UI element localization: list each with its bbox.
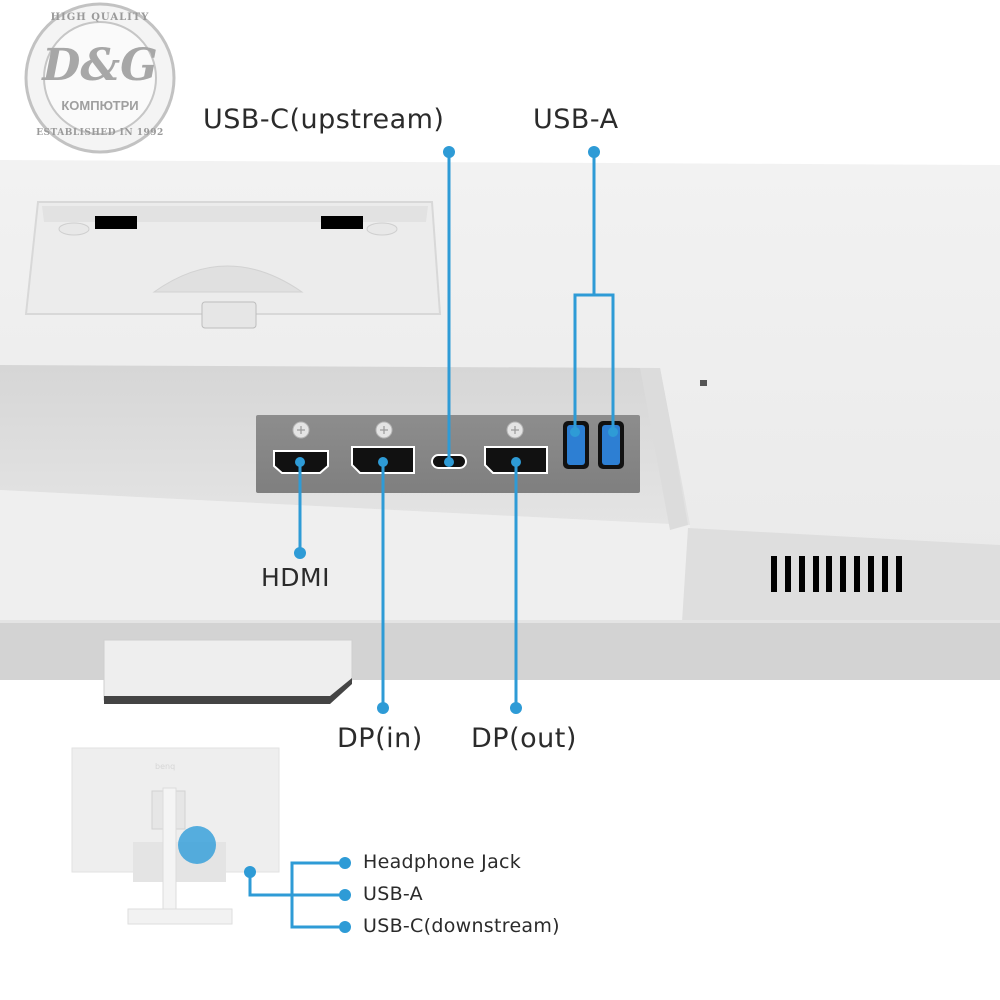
callout-lines bbox=[298, 152, 615, 708]
label-dp-in: DP(in) bbox=[337, 723, 423, 754]
label-hdmi: HDMI bbox=[261, 563, 330, 592]
label-usb-c-downstream: USB-C(downstream) bbox=[363, 915, 560, 937]
inset-port-highlight bbox=[178, 826, 216, 864]
callout-dots bbox=[294, 146, 618, 714]
vent-slots bbox=[771, 556, 902, 592]
label-usb-a: USB-A bbox=[533, 104, 619, 135]
label-side-usb-a: USB-A bbox=[363, 883, 423, 905]
inset-callout-dots bbox=[244, 857, 351, 933]
vesa-slot-right bbox=[321, 216, 363, 229]
watermark-brand: D&G bbox=[42, 40, 158, 91]
inset-callout-lines bbox=[248, 861, 345, 929]
watermark-top-text: HIGH QUALITY bbox=[50, 12, 150, 23]
label-dp-out: DP(out) bbox=[471, 723, 577, 754]
label-headphone-jack: Headphone Jack bbox=[363, 851, 522, 873]
watermark-seal bbox=[24, 2, 176, 154]
vesa-slot-left bbox=[95, 216, 137, 229]
watermark-subtext: КОМПЮТРИ bbox=[61, 98, 139, 113]
inset-monitor bbox=[71, 747, 280, 925]
stand-foot bbox=[103, 639, 353, 701]
label-usb-c-upstream: USB-C(upstream) bbox=[203, 104, 445, 135]
watermark-bottom-text: ESTABLISHED IN 1992 bbox=[36, 128, 164, 138]
inset-monitor-logo: benq bbox=[155, 762, 176, 771]
sensor-hole bbox=[700, 380, 707, 386]
